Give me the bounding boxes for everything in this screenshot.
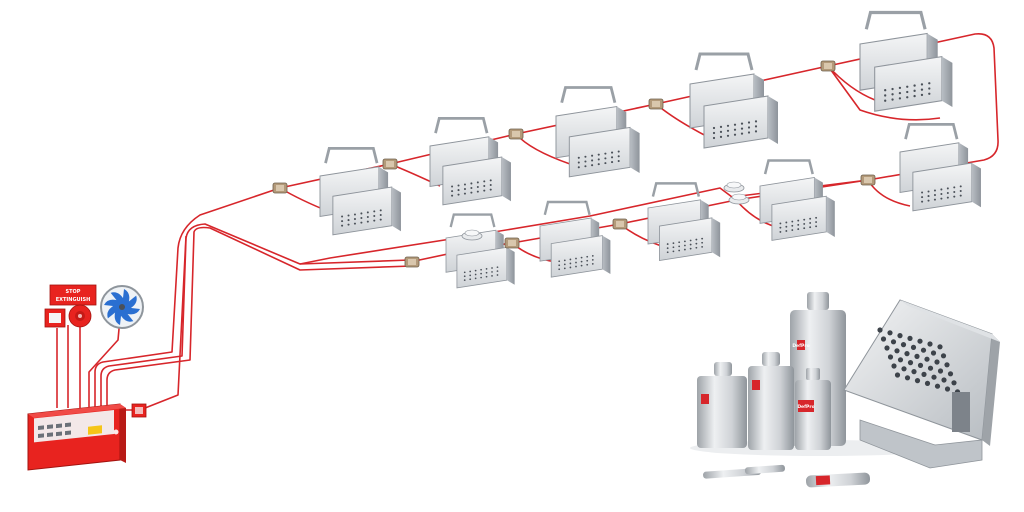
junction-box	[504, 237, 520, 249]
smoke-detector	[461, 229, 483, 241]
junction-box	[404, 256, 420, 268]
cable-panel-to-detector-loop	[115, 235, 187, 411]
cable-upper-branches	[279, 65, 941, 213]
junction-boxes	[272, 60, 876, 268]
rod-aerosol-generators	[703, 464, 871, 488]
junction-box	[272, 182, 288, 194]
cable-panel-to-lower-row-2	[106, 226, 413, 408]
discharge-grille	[877, 327, 961, 395]
aerosol-generator	[759, 159, 835, 241]
cable-to-fan	[88, 317, 121, 408]
control-area: STOP EXTINGUISH	[27, 284, 147, 471]
ventilation-fan-icon	[100, 285, 144, 329]
small-aerosol-cylinder	[697, 362, 747, 448]
smoke-detector	[723, 181, 745, 193]
cable-network	[56, 32, 999, 411]
smoke-detector	[728, 193, 750, 205]
mount-hinge	[952, 392, 970, 432]
junction-box	[508, 128, 524, 140]
sign-line-2: EXTINGUISH	[56, 297, 91, 303]
alarm-sounder-icon	[68, 304, 92, 328]
large-aerosol-generator	[843, 299, 1000, 469]
manual-release-box	[131, 403, 147, 418]
smoke-detectors	[461, 181, 750, 241]
aerosol-generator	[445, 213, 515, 289]
stop-extinguish-sign: STOP EXTINGUISH	[49, 284, 97, 306]
aerosol-generator-network	[319, 10, 981, 289]
product-showcase: DefPro DefPro	[690, 292, 1000, 488]
cable-panel-to-upper-row	[94, 187, 281, 408]
junction-box	[820, 60, 836, 72]
junction-box	[382, 158, 398, 170]
aerosol-generator	[859, 10, 953, 112]
aerosol-generator	[647, 182, 721, 261]
aerosol-generator	[689, 52, 778, 149]
brand-label-front: DefPro	[797, 404, 814, 410]
aerosol-generator	[539, 200, 611, 278]
aerosol-generator	[429, 117, 511, 206]
junction-box	[648, 98, 664, 110]
aerosol-generator	[899, 123, 981, 212]
aerosol-generator	[319, 147, 401, 236]
aerosol-generator	[555, 86, 640, 178]
sign-line-1: STOP	[66, 289, 81, 295]
junction-box	[612, 218, 628, 230]
cable-panel-to-lower-row	[100, 223, 411, 408]
medium-aerosol-cylinder	[748, 352, 794, 450]
brand-label: DefPro	[792, 343, 809, 349]
front-aerosol-cylinder: DefPro	[795, 368, 831, 450]
junction-box	[860, 174, 876, 186]
fire-control-panel	[27, 403, 126, 471]
cable-lower-return	[299, 187, 737, 265]
manual-call-point	[44, 308, 66, 328]
